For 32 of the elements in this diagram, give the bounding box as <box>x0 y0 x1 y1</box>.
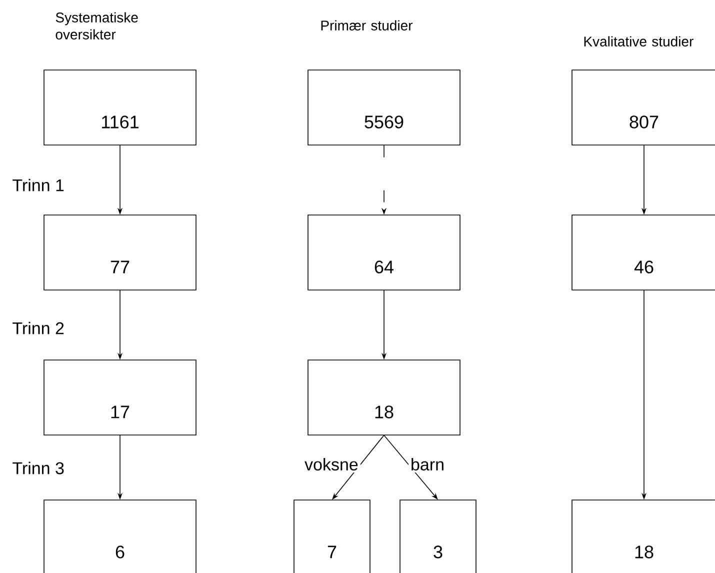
count-box <box>308 20 460 146</box>
count-number: 64 <box>374 260 394 274</box>
stage-label: Trinn 3 <box>12 462 64 474</box>
column-heading: Systematiske oversikter <box>56 12 138 40</box>
count-number: 1161 <box>102 116 138 128</box>
stage-label: Trinn 1 <box>12 178 64 192</box>
count-number: 5569 <box>364 116 404 128</box>
count-box <box>572 214 715 290</box>
column-heading: Primær studier <box>321 20 413 30</box>
count-box <box>44 360 196 436</box>
count-box <box>44 214 196 290</box>
count-number: 807 <box>630 116 658 128</box>
count-number: 46 <box>634 260 654 274</box>
count-box <box>572 500 715 573</box>
count-number: 7 <box>328 546 336 558</box>
count-box <box>44 500 196 573</box>
count-box <box>572 36 715 146</box>
count-box <box>44 12 196 146</box>
edge-label: barn <box>412 458 444 470</box>
count-box <box>308 214 460 290</box>
count-number: 17 <box>111 406 130 418</box>
count-number: 18 <box>635 546 654 558</box>
count-number: 6 <box>116 546 124 558</box>
edge-label: voksne <box>304 458 358 470</box>
count-number: 18 <box>375 406 394 418</box>
count-box <box>294 500 370 573</box>
count-number: 77 <box>110 260 130 274</box>
count-box <box>308 360 460 436</box>
count-number: 3 <box>434 546 442 558</box>
column-heading: Kvalitative studier <box>584 36 694 46</box>
stage-label: Trinn 2 <box>12 322 64 334</box>
count-box <box>400 500 476 573</box>
